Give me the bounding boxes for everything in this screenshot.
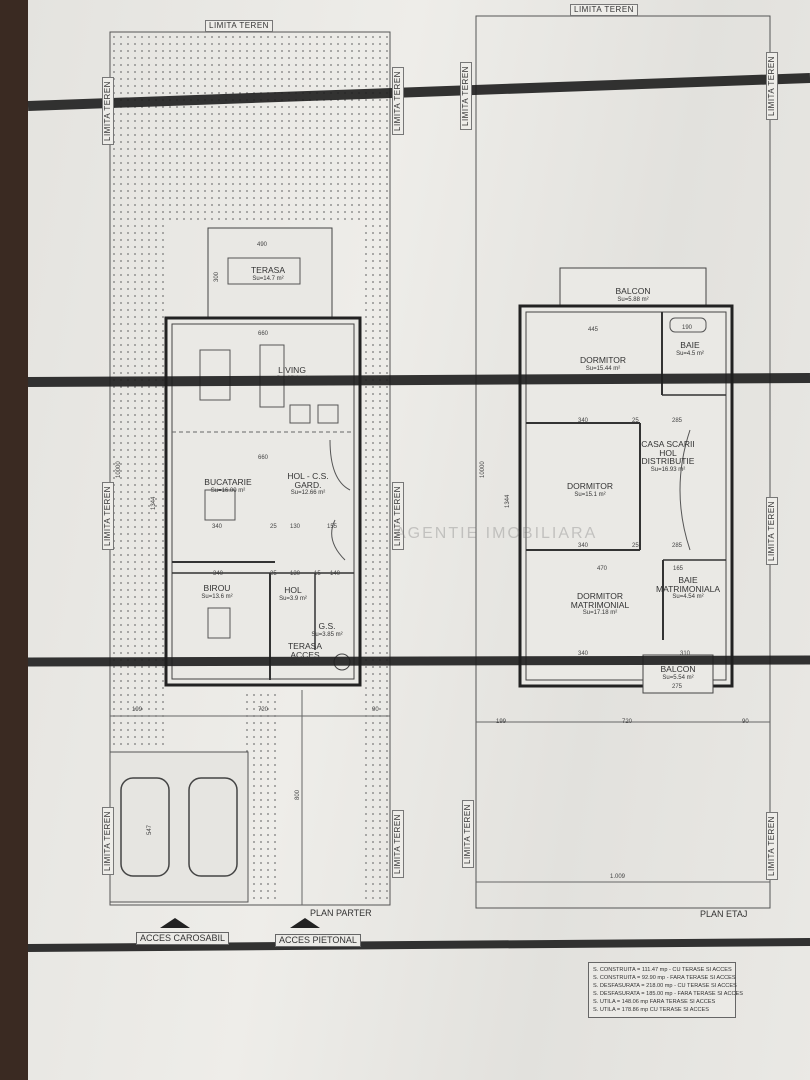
- boundary-label: LIMITA TEREN: [766, 497, 778, 565]
- dimension: 10000: [480, 461, 486, 478]
- dimension: 25: [632, 543, 639, 549]
- garden-hatch-right: [360, 34, 388, 904]
- dimension: 90: [742, 719, 749, 725]
- marker-stripe-2: [27, 373, 810, 387]
- marker-stripe-3: [27, 655, 810, 667]
- area-legend: S. CONSTRUITA = 111.47 mp - CU TERASE SI…: [588, 962, 743, 1018]
- dimension: 310: [680, 651, 691, 657]
- car-1: [120, 777, 170, 877]
- boundary-label: LIMITA TEREN: [102, 807, 114, 875]
- garden-hatch-top: [166, 34, 360, 224]
- dimension: 199: [132, 707, 143, 713]
- legend-line: S. CONSTRUITA = 92.90 mp - FARA TERASE S…: [593, 975, 736, 981]
- dimension: 300: [214, 271, 220, 282]
- dimension: 800: [295, 789, 301, 800]
- upper-plot-boundary: [475, 15, 771, 909]
- legend-line: S. DESFASURATA = 218.00 mp - CU TERASE S…: [593, 983, 737, 989]
- dimension: 340: [212, 524, 223, 530]
- dimension: 285: [672, 418, 683, 424]
- marker-stripe-1: [27, 73, 810, 111]
- legend-line: S. UTILA = 178.86 mp CU TERASE SI ACCES: [593, 1007, 710, 1013]
- dimension: 1.009: [610, 874, 626, 880]
- dimension: 445: [588, 327, 599, 333]
- boundary-label: LIMITA TEREN: [766, 52, 778, 120]
- watermark: AGENTIE IMOBILIARA: [395, 525, 598, 542]
- dimension: 130: [290, 524, 301, 530]
- dimension: 25: [270, 571, 277, 577]
- garden-hatch-left: [112, 34, 166, 750]
- legend-line: S. DESFASURATA = 185.00 mp - FARA TERASE…: [593, 991, 743, 997]
- marker-stripe-4: [27, 938, 810, 952]
- terasa-outline: [207, 227, 333, 321]
- boundary-label: LIMITA TEREN: [392, 810, 404, 878]
- dimension: 140: [330, 571, 341, 577]
- ground-floor-title: PLAN PARTER: [310, 908, 372, 918]
- dimension: 340: [578, 651, 589, 657]
- access-arrow-pedestrian: [290, 918, 320, 928]
- ground-plot-boundary: [109, 31, 391, 906]
- room-hol-cs-gard: HOL - C.S. GARD.Su=12.66 m²: [287, 471, 329, 496]
- dimension: 720: [258, 707, 269, 713]
- legend-line: S. CONSTRUITA = 111.47 mp - CU TERASE SI…: [593, 967, 732, 973]
- dimension: 547: [147, 824, 153, 835]
- boundary-label-top-right: LIMITA TEREN: [570, 4, 638, 16]
- access-car-label: ACCES CAROSABIL: [136, 932, 230, 945]
- dimension: 90: [372, 707, 379, 713]
- boundary-label: LIMITA TEREN: [102, 482, 114, 550]
- dimension: 25: [270, 524, 277, 530]
- dimension: 340: [213, 571, 224, 577]
- access-arrow-car: [160, 918, 190, 928]
- boundary-label: LIMITA TEREN: [102, 77, 114, 145]
- dimension: 25: [632, 418, 639, 424]
- upper-floor-walls: [518, 304, 734, 688]
- dimension: 470: [597, 566, 608, 572]
- access-pedestrian-label: ACCES PIETONAL: [275, 934, 361, 947]
- boundary-label-top-left: LIMITA TEREN: [205, 20, 273, 32]
- dimension: 340: [578, 543, 589, 549]
- dimension: 165: [673, 566, 684, 572]
- room-gs: G.S.Su=3.85 m²: [311, 621, 343, 638]
- legend-line: S. UTILA = 148.06 mp FARA TERASE SI ACCE…: [593, 999, 716, 1005]
- parking-area: [109, 751, 249, 903]
- dimension: 720: [622, 719, 633, 725]
- upper-floor-title: PLAN ETAJ: [700, 909, 748, 919]
- boundary-label: LIMITA TEREN: [766, 812, 778, 880]
- dimension: 155: [327, 524, 338, 530]
- boundary-label: LIMITA TEREN: [392, 67, 404, 135]
- boundary-label: LIMITA TEREN: [460, 62, 472, 130]
- dimension: 660: [258, 455, 269, 461]
- dimension: 1344: [151, 496, 157, 510]
- car-2: [188, 777, 238, 877]
- dimension: 190: [682, 325, 693, 331]
- dimension: 15: [314, 571, 321, 577]
- dimension: 660: [258, 331, 269, 337]
- dimension: 285: [672, 543, 683, 549]
- dimension: 275: [672, 684, 683, 690]
- garden-hatch-mid: [245, 690, 280, 900]
- dimension: 199: [496, 719, 507, 725]
- dimension: 10000: [116, 461, 122, 478]
- dimension: 130: [290, 571, 301, 577]
- boundary-label: LIMITA TEREN: [462, 800, 474, 868]
- dimension: 1344: [505, 494, 511, 508]
- dimension: 490: [257, 242, 268, 248]
- dimension: 340: [578, 418, 589, 424]
